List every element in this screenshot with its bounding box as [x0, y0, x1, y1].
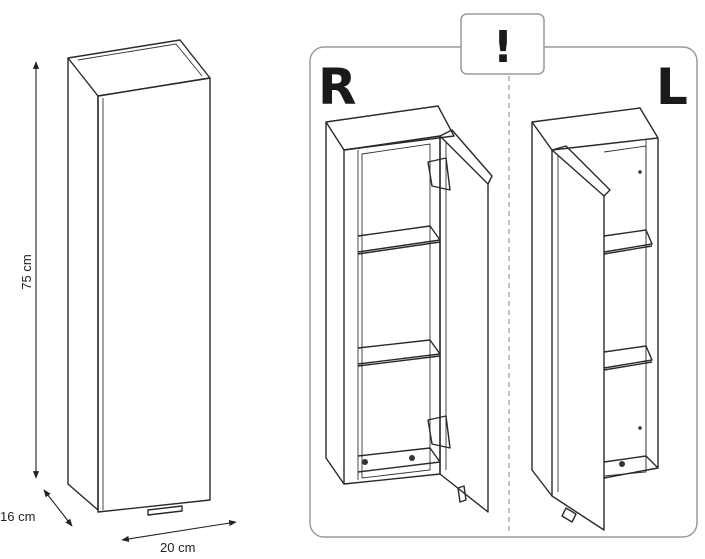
width-dimension: 20 cm — [121, 520, 237, 555]
left-hinge-cabinet — [531, 107, 659, 531]
warning-icon: ! — [493, 22, 513, 73]
depth-label: 16 cm — [0, 509, 35, 524]
width-label: 20 cm — [160, 540, 195, 555]
panel-frame — [309, 46, 698, 538]
left-hinge-label: L — [656, 58, 688, 116]
height-dimension: 75 cm — [19, 61, 40, 479]
depth-dimension: 16 cm — [0, 489, 73, 527]
right-hinge-cabinet — [325, 105, 493, 513]
mounting-panel: ! R L — [309, 13, 698, 538]
height-label: 75 cm — [19, 254, 34, 289]
closed-cabinet-drawing — [67, 39, 211, 516]
warning-box — [460, 13, 545, 75]
right-hinge-label: R — [318, 58, 357, 116]
